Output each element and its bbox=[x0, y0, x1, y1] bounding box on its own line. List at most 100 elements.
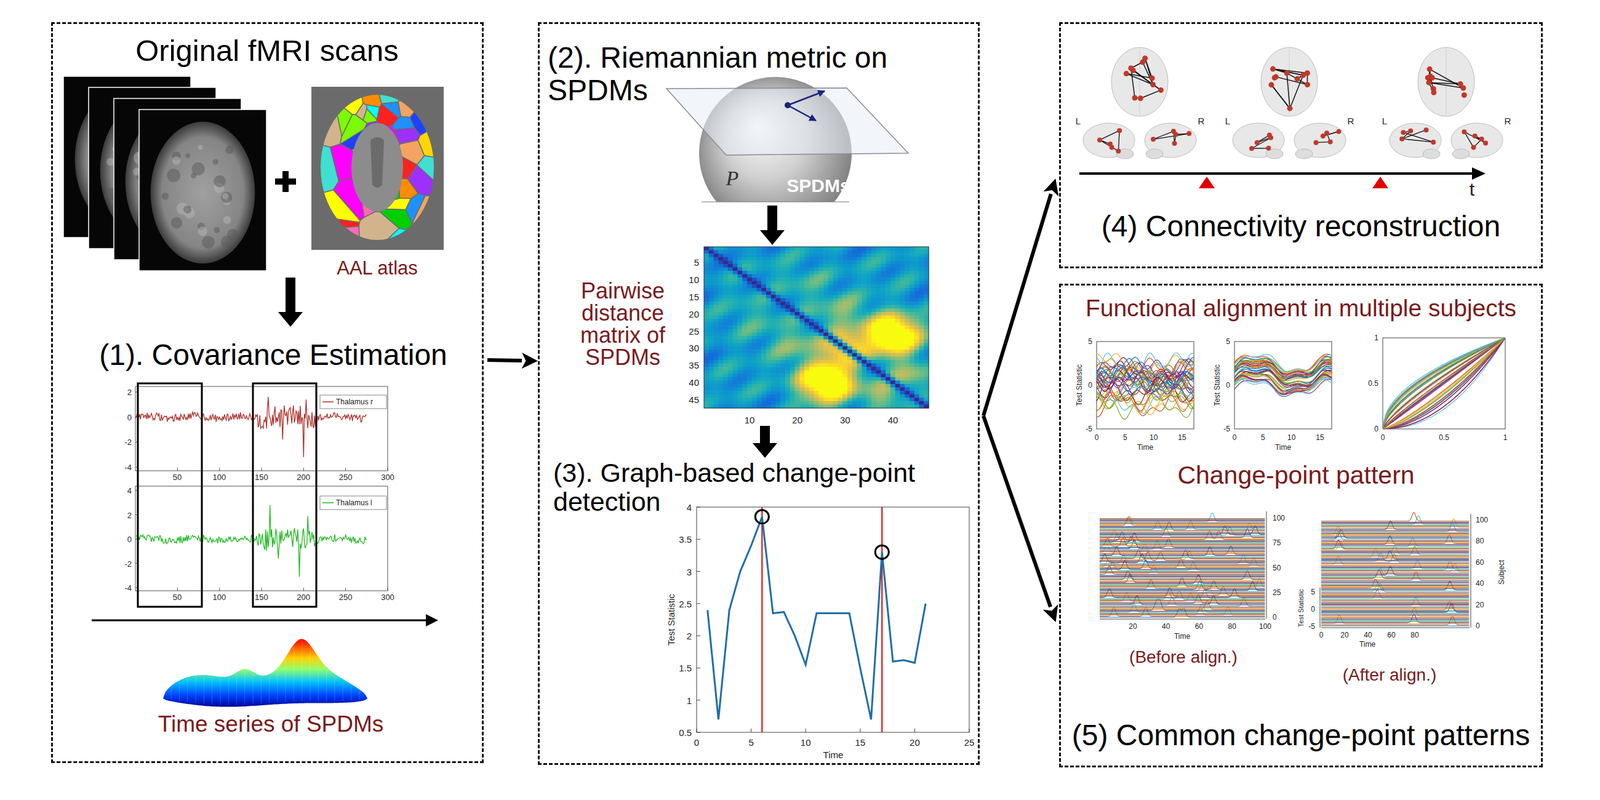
matrix-cell bbox=[728, 253, 733, 258]
matrix-cell bbox=[837, 318, 843, 323]
matrix-cell bbox=[814, 308, 820, 312]
surface-ridge bbox=[244, 670, 245, 705]
matrix-cell bbox=[704, 257, 709, 261]
matrix-cell bbox=[871, 301, 877, 306]
matrix-cell bbox=[842, 308, 848, 312]
matrix-cell bbox=[818, 250, 824, 255]
matrix-cell bbox=[828, 318, 834, 323]
matrix-cell bbox=[909, 363, 915, 368]
matrix-cell bbox=[723, 329, 728, 333]
matrix-cell bbox=[814, 281, 820, 285]
matrix-cell bbox=[847, 274, 853, 279]
matrix-cell bbox=[761, 353, 767, 357]
matrix-cell bbox=[857, 370, 863, 375]
matrix-cell bbox=[861, 336, 867, 340]
matrix-cell bbox=[852, 298, 858, 303]
matrix-cell bbox=[704, 277, 709, 282]
matrix-cell bbox=[814, 315, 820, 319]
matrix-cell bbox=[918, 353, 924, 357]
matrix-cell bbox=[866, 349, 872, 354]
matrix-cell bbox=[737, 291, 743, 295]
matrix-cell bbox=[890, 370, 896, 375]
matrix-cell bbox=[795, 325, 800, 330]
matrix-cell bbox=[833, 308, 839, 312]
matrix-cell bbox=[842, 360, 848, 364]
matrix-cell bbox=[799, 370, 805, 375]
matrix-cell bbox=[785, 281, 791, 285]
matrix-cell bbox=[823, 349, 829, 354]
matrix-cell bbox=[895, 339, 901, 344]
matrix-cell bbox=[780, 373, 786, 378]
matrix-cell bbox=[914, 322, 920, 327]
matrix-cell bbox=[895, 349, 901, 354]
matrix-cell bbox=[842, 270, 848, 275]
matrix-cell bbox=[756, 291, 762, 295]
matrix-cell bbox=[723, 250, 728, 255]
matrix-cell bbox=[852, 360, 858, 364]
matrix-cell bbox=[799, 253, 805, 258]
atlas-center bbox=[351, 123, 404, 212]
matrix-cell bbox=[799, 336, 805, 340]
matrix-cell bbox=[842, 305, 848, 309]
matrix-cell bbox=[823, 301, 829, 306]
matrix-cell bbox=[756, 353, 762, 357]
matrix-cell bbox=[909, 342, 915, 347]
matrix-cell bbox=[904, 281, 910, 285]
matrix-cell bbox=[713, 322, 719, 327]
matrix-cell bbox=[718, 253, 724, 258]
matrix-cell bbox=[918, 291, 924, 295]
matrix-cell bbox=[742, 264, 748, 268]
atlas-parcel bbox=[363, 108, 377, 124]
tick-mark bbox=[345, 467, 346, 471]
atlas-parcel bbox=[379, 209, 412, 230]
matrix-cell bbox=[895, 325, 901, 330]
matrix-cell bbox=[704, 264, 709, 268]
matrix-cell bbox=[818, 281, 824, 285]
matrix-cell bbox=[828, 363, 834, 368]
matrix-cell bbox=[704, 353, 709, 357]
matrix-cell bbox=[847, 332, 853, 336]
matrix-cell bbox=[885, 318, 891, 323]
matrix-cell bbox=[785, 318, 791, 323]
matrix-cell bbox=[708, 294, 714, 299]
matrix-cell bbox=[771, 260, 776, 264]
matrix-cell bbox=[775, 253, 781, 258]
matrix-cell bbox=[728, 257, 733, 261]
matrix-cell bbox=[708, 353, 714, 357]
matrix-cell bbox=[766, 312, 772, 316]
matrix-cell bbox=[895, 363, 901, 368]
matrix-cell bbox=[804, 284, 810, 288]
matrix-cell bbox=[704, 305, 709, 309]
matrix-cell bbox=[771, 373, 776, 378]
matrix-cell bbox=[775, 360, 781, 364]
matrix-cell bbox=[790, 281, 796, 285]
matrix-cell bbox=[723, 253, 728, 258]
matrix-cell bbox=[790, 325, 796, 330]
matrix-cell bbox=[809, 308, 815, 312]
matrix-cell bbox=[728, 301, 733, 306]
matrix-cell bbox=[876, 301, 882, 306]
matrix-cell bbox=[742, 315, 748, 319]
matrix-cell bbox=[833, 332, 839, 336]
matrix-cell bbox=[847, 366, 853, 371]
matrix-cell bbox=[737, 301, 743, 306]
matrix-cell bbox=[828, 322, 834, 327]
matrix-cell bbox=[713, 301, 719, 306]
matrix-cell bbox=[909, 315, 915, 319]
atlas-image bbox=[311, 86, 444, 250]
matrix-cell bbox=[708, 305, 714, 309]
matrix-cell bbox=[728, 373, 733, 378]
surface-ridge bbox=[293, 646, 295, 702]
matrix-cell bbox=[737, 294, 743, 299]
matrix-cell bbox=[780, 253, 786, 258]
matrix-cell bbox=[828, 346, 834, 351]
matrix-cell bbox=[909, 356, 915, 360]
matrix-cell bbox=[804, 257, 810, 261]
matrix-cell bbox=[785, 308, 791, 312]
matrix-cell bbox=[761, 277, 767, 282]
matrix-cell bbox=[828, 308, 834, 312]
matrix-cell bbox=[732, 260, 738, 264]
matrix-cell bbox=[847, 301, 853, 306]
matrix-cell bbox=[752, 349, 757, 354]
matrix-cell bbox=[818, 264, 824, 268]
